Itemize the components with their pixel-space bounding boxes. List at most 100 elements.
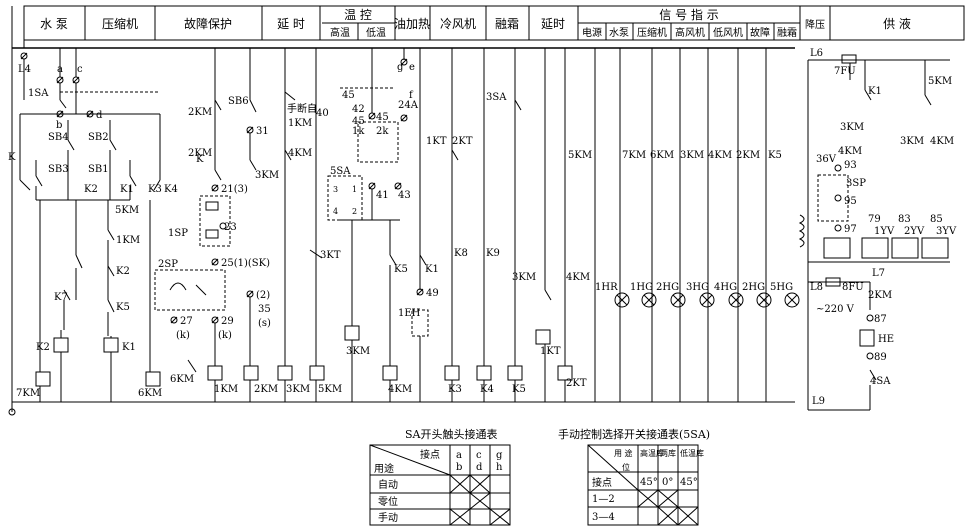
label-3KM-b: 3KM	[346, 346, 370, 357]
valve-2YV	[891, 237, 919, 259]
lamp-2HG-a	[670, 292, 686, 308]
label-node-45a: 45	[342, 90, 355, 101]
label-node-85: 85	[930, 214, 943, 225]
label-2HG-b: 2HG	[742, 282, 765, 293]
lamp-1HG	[641, 292, 657, 308]
coil-K4	[476, 365, 492, 381]
table-5sa-row-34: 3—4	[592, 512, 615, 523]
label-2YV: 2YV	[904, 226, 925, 237]
pump-compressor-section: a c 1SA b d SB4 SB2 SB3 SB1 K2 K1 K3 K4 …	[8, 48, 178, 402]
table-5sa-col-both: 两库	[660, 448, 676, 458]
label-K1-top: K1	[120, 184, 134, 195]
label-6KM-sig: 6KM	[650, 150, 674, 161]
label-node-23: 23	[224, 222, 237, 233]
label-4SA: 4SA	[870, 376, 891, 387]
label-K5-sig: K5	[768, 150, 782, 161]
label-3SA: 3SA	[486, 92, 507, 103]
signal-lamps-section: 7KM 6KM 3KM 4KM 2KM K5 1HR 1HG 2HG 3HG 4…	[594, 48, 800, 402]
label-K1-oil: K1	[425, 264, 439, 275]
label-24A: 24A	[398, 100, 419, 111]
label-2KM-fp2: 2KM	[188, 148, 212, 159]
table-sa-corner-top: 接点	[420, 448, 440, 461]
coil-7KM	[35, 371, 51, 387]
label-g: g	[397, 62, 404, 73]
header-signal-high-fan: 高风机	[675, 26, 705, 39]
table-5sa-corner-bottom: 接点	[592, 476, 612, 489]
label-3KM-supply: 3KM	[840, 122, 864, 133]
valve-0	[823, 237, 851, 259]
table-sa-row-manual: 手动	[378, 511, 398, 524]
coil-K5	[507, 365, 523, 381]
table-sa-col-h: h	[496, 462, 503, 473]
label-3KM-supply2: 3KM	[900, 136, 924, 147]
supply-section: L6 7FU K1 3KM 4KM 5KM 3KM 4KM 36V 93 3SP…	[798, 48, 957, 411]
table-sa-contacts: SA开头触头接通表 接点 用途 a b c d g h 自动 零位 手动	[369, 427, 511, 526]
header-liquid-supply: 供 液	[883, 16, 911, 31]
label-K4-top: K4	[164, 184, 178, 195]
label-5SA: 5SA	[330, 166, 351, 177]
heater-HE	[859, 329, 875, 347]
coil-3KM-b	[344, 325, 360, 341]
label-1YV: 1YV	[874, 226, 895, 237]
label-1SP: 1SP	[168, 228, 188, 239]
coil-3KM	[277, 365, 293, 381]
table-sa-col-b: b	[456, 462, 462, 473]
label-1HG: 1HG	[630, 282, 653, 293]
table-sa-marks	[449, 474, 511, 526]
label-1EH: 1EH	[398, 308, 421, 319]
label-3YV: 3YV	[936, 226, 957, 237]
label-node-87: 87	[874, 314, 887, 325]
label-3KM: 3KM	[286, 384, 310, 395]
label-5KM-delay: 5KM	[568, 150, 592, 161]
label-1KM-delay: 1KM	[288, 118, 312, 129]
table-sa-row-auto: 自动	[378, 478, 398, 491]
label-node-43: 43	[398, 190, 411, 201]
label-node-40: 40	[316, 108, 329, 119]
label-2KM-supply: 2KM	[868, 290, 892, 301]
label-K2-coil: K2	[36, 342, 50, 353]
label-k1: (k)	[176, 330, 190, 341]
valve-1YV	[861, 237, 889, 259]
table-sa-col-g: g	[496, 450, 503, 461]
label-5HG: 5HG	[770, 282, 793, 293]
lamp-1HR	[614, 292, 630, 308]
label-b: b	[56, 120, 62, 131]
header-delay-1: 延 时	[277, 17, 305, 31]
label-2KT: 2KT	[452, 136, 473, 147]
header-depressurize: 降压	[805, 18, 825, 31]
label-5SA-3: 3	[333, 185, 338, 194]
label-K5-pump: K5	[116, 302, 130, 313]
label-3HG: 3HG	[686, 282, 709, 293]
label-5SA-1: 1	[352, 185, 357, 194]
label-K5-temp: K5	[394, 264, 408, 275]
label-5KM-pump: 5KM	[115, 205, 139, 216]
label-K-fp: K	[196, 154, 204, 165]
label-L7: L7	[872, 268, 885, 279]
label-4KM-sig: 4KM	[708, 150, 732, 161]
label-3SP: 3SP	[846, 178, 866, 189]
table-5sa-angle-high: 45°	[640, 477, 658, 488]
table-sa-corner-bottom: 用途	[374, 462, 394, 475]
label-36V: 36V	[816, 154, 837, 165]
coil-1KT	[535, 329, 551, 345]
label-2SP: 2SP	[158, 259, 178, 270]
label-2KM-fp: 2KM	[188, 107, 212, 118]
coil-5KM	[309, 365, 325, 381]
label-HE: HE	[878, 334, 894, 345]
label-SB2: SB2	[88, 132, 109, 143]
label-K3-top: K3	[148, 184, 162, 195]
label-node-2: (2)	[256, 290, 270, 301]
header-cooling-fan: 冷风机	[440, 17, 476, 31]
label-K1-coil: K1	[122, 342, 136, 353]
coil-4KM	[382, 365, 398, 381]
label-1SA: 1SA	[28, 88, 49, 99]
box-1SP	[199, 195, 231, 247]
label-K2-mid: K2	[116, 266, 130, 277]
label-4KM-delay: 4KM	[288, 148, 312, 159]
box-3SP	[817, 174, 849, 222]
coil-K1	[103, 337, 119, 353]
label-2k: 2k	[376, 126, 389, 137]
label-node-93: 93	[844, 160, 857, 171]
header-low-temp: 低温	[366, 26, 386, 39]
